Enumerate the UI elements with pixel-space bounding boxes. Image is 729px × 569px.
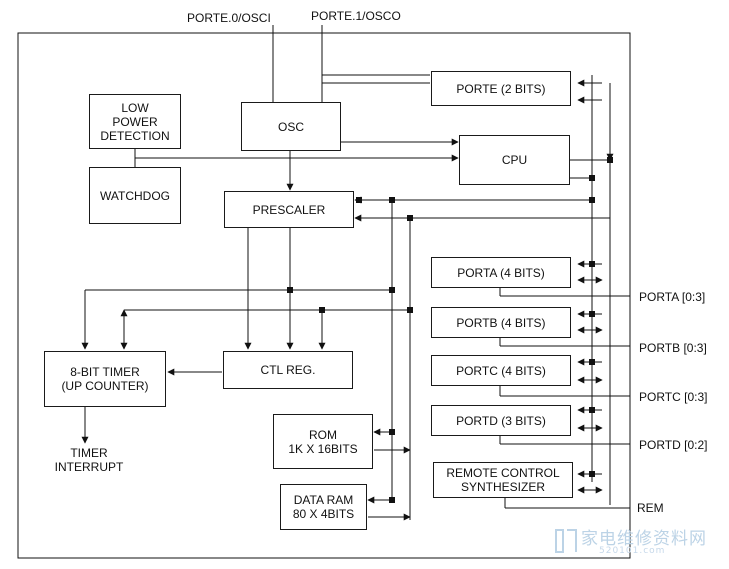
remote-control-synthesizer-block: REMOTE CONTROL SYNTHESIZER <box>433 462 573 498</box>
portc-block: PORTC (4 BITS) <box>431 355 571 386</box>
portd-block: PORTD (3 BITS) <box>431 405 571 436</box>
porte-block: PORTE (2 BITS) <box>431 71 571 106</box>
site-watermark: 家电维修资料网 520101.com <box>553 524 725 560</box>
portb-block: PORTB (4 BITS) <box>431 307 571 338</box>
pin-porte0-osci-label: PORTE.0/OSCI <box>187 11 271 25</box>
ctl-reg-block: CTL REG. <box>223 351 353 389</box>
rom-block: ROM 1K X 16BITS <box>273 414 373 469</box>
watermark-text: 家电维修资料网 <box>581 529 707 549</box>
prescaler-block: PRESCALER <box>224 191 354 228</box>
timer-interrupt-label: TIMER INTERRUPT <box>54 446 124 474</box>
portd-output-label: PORTD [0:2] <box>639 438 708 452</box>
data-ram-block: DATA RAM 80 X 4BITS <box>280 484 367 530</box>
porta-block: PORTA (4 BITS) <box>431 257 571 288</box>
low-power-detection-block: LOW POWER DETECTION <box>89 94 181 149</box>
watermark-logo-icon <box>555 529 577 553</box>
watchdog-block: WATCHDOG <box>89 167 181 224</box>
portc-output-label: PORTC [0:3] <box>639 390 708 404</box>
timer-block: 8-BIT TIMER (UP COUNTER) <box>44 351 166 407</box>
cpu-block: CPU <box>459 135 570 185</box>
portb-output-label: PORTB [0:3] <box>639 341 707 355</box>
rem-output-label: REM <box>637 501 664 515</box>
osc-block: OSC <box>241 102 341 151</box>
watermark-url: 520101.com <box>599 546 666 556</box>
porta-output-label: PORTA [0:3] <box>639 290 706 304</box>
pin-porte1-osco-label: PORTE.1/OSCO <box>311 9 401 23</box>
